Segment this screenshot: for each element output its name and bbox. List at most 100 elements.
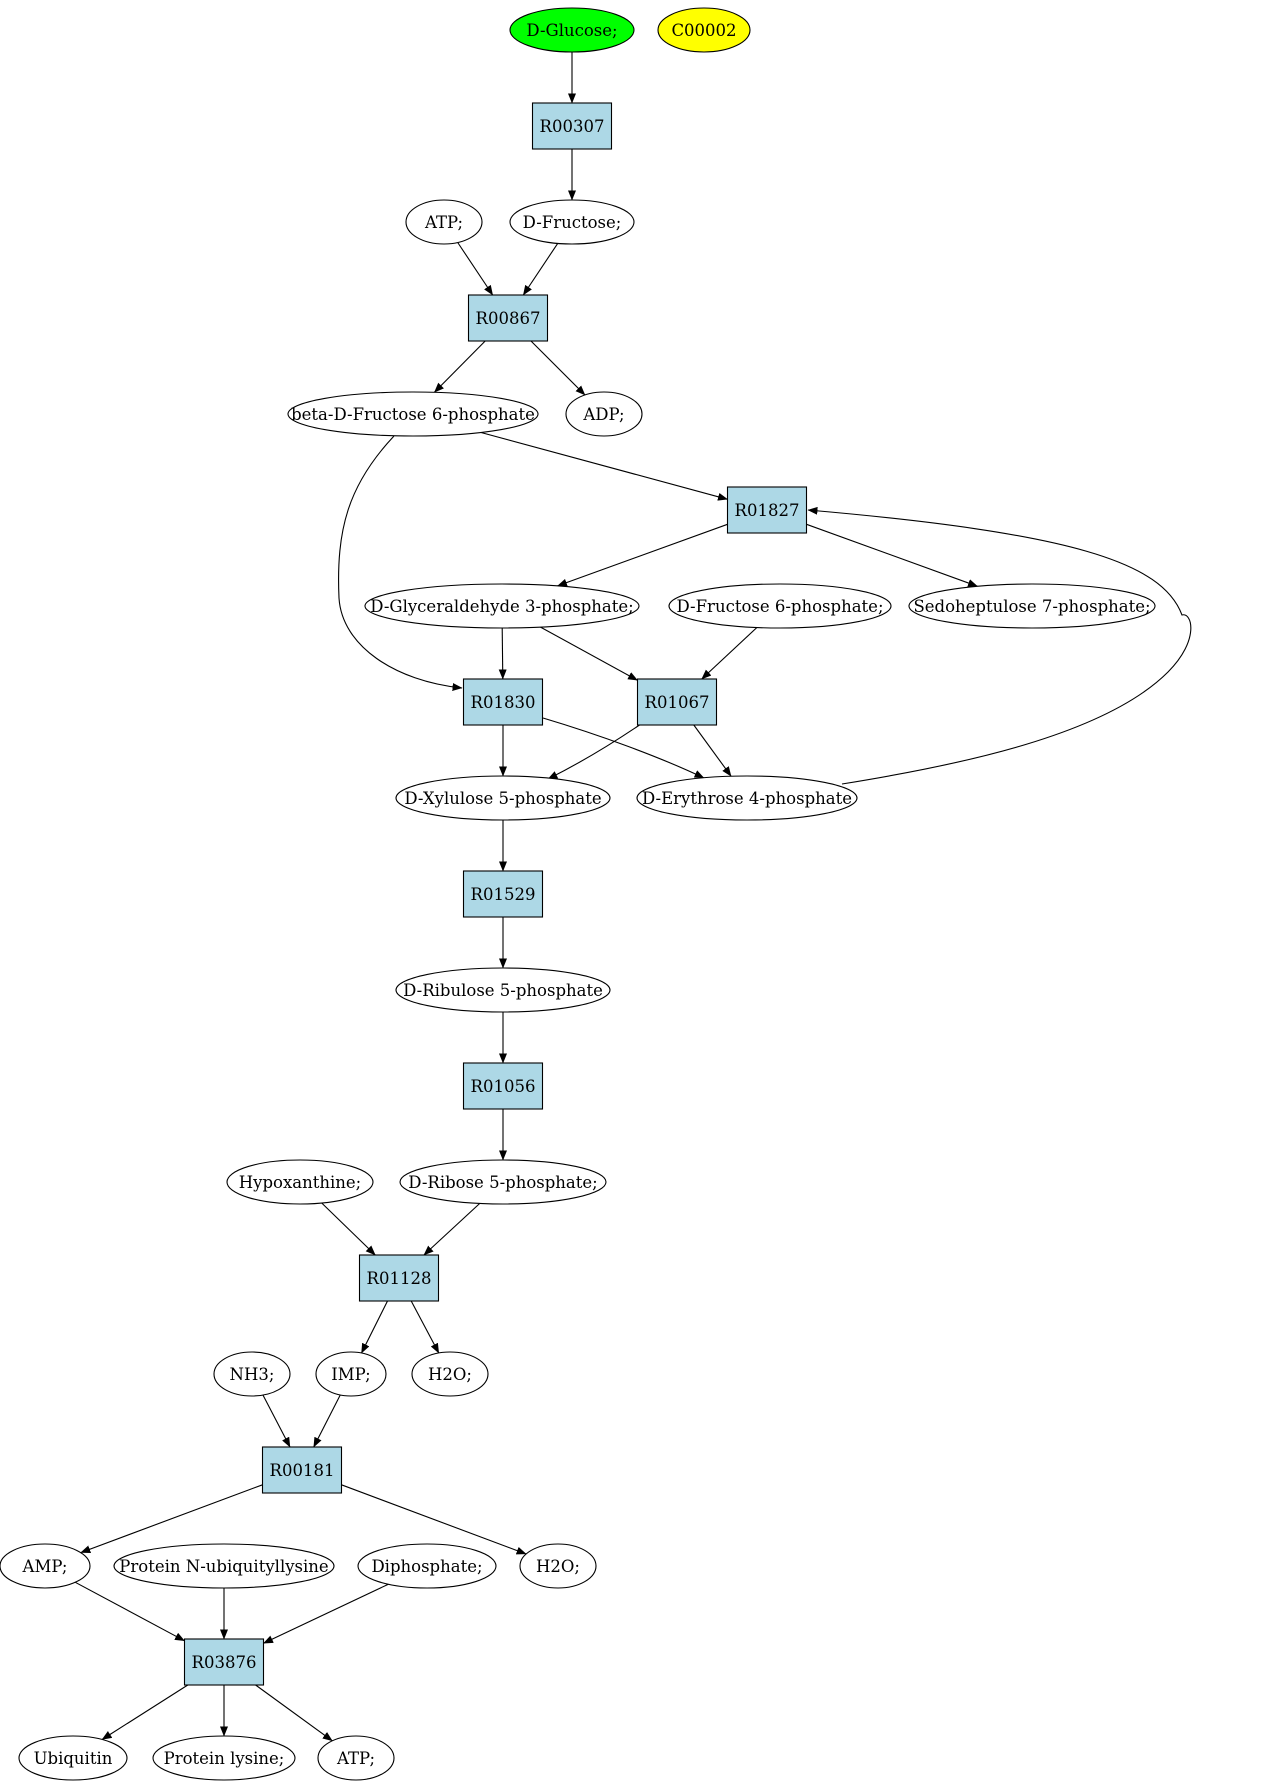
metabolite-label: Hypoxanthine; [239,1173,361,1192]
reaction-node-r01128[interactable]: R01128 [358,1254,440,1302]
metabolite-node-hypox[interactable]: Hypoxanthine; [226,1159,374,1205]
edge-r00867-to-adp [530,340,586,396]
metabolite-node-diphos[interactable]: Diphosphate; [357,1543,497,1589]
reaction-box [183,1638,265,1686]
edge-r01067-to-x5p [547,723,642,780]
metabolite-shape [668,583,892,629]
metabolite-node-nh3[interactable]: NH3; [213,1351,291,1397]
reaction-node-r01067[interactable]: R01067 [636,678,718,726]
metabolite-node-x5p[interactable]: D-Xylulose 5-phosphate [395,775,611,821]
metabolite-label: D-Fructose 6-phosphate; [677,597,884,616]
metabolite-node-f6p[interactable]: D-Fructose 6-phosphate; [668,583,892,629]
metabolite-node-fructose[interactable]: D-Fructose; [509,199,635,245]
edge-bf6p-to-r01830 [338,435,463,691]
reaction-node-r01830[interactable]: R01830 [462,678,544,726]
metabolite-node-plys[interactable]: Protein lysine; [152,1735,296,1781]
metabolite-shape [0,1543,91,1589]
metabolite-shape [152,1735,296,1781]
metabolite-node-ru5p[interactable]: D-Ribulose 5-phosphate [395,967,611,1013]
edge-line [806,523,978,587]
reaction-box [467,294,549,342]
edge-r01830-to-e4p [542,717,705,779]
metabolite-shape [226,1159,374,1205]
edge-line [542,717,705,779]
metabolite-node-adp[interactable]: ADP; [565,391,643,437]
reaction-node-r00307[interactable]: R00307 [531,102,613,150]
edge-line [530,340,586,396]
metabolite-node-e4p[interactable]: D-Erythrose 4-phosphate [636,775,858,821]
edge-r01827-to-g3p [557,523,728,587]
metabolite-node-atp2[interactable]: ATP; [317,1735,395,1781]
metabolite-node-pnul[interactable]: Protein N-ubiquityllysine [113,1543,335,1589]
reaction-box [636,678,718,726]
metabolite-node-glucose[interactable]: D-Glucose; [509,7,635,53]
metabolite-shape [657,7,751,53]
metabolite-shape [636,775,858,821]
edge-f6p-to-r01067 [701,627,758,680]
metabolite-node-c00002[interactable]: C00002 [657,7,751,53]
metabolite-label: C00002 [671,21,736,40]
edge-r03876-to-ubq [101,1684,189,1740]
metabolite-shape [317,1735,395,1781]
edge-r00867-to-bf6p [434,340,486,393]
edge-r01067-to-e4p [693,724,732,777]
metabolite-label: beta-D-Fructose 6-phosphate [291,405,535,424]
metabolite-node-atp1[interactable]: ATP; [405,199,483,245]
metabolite-node-ubq[interactable]: Ubiquitin [18,1735,128,1781]
metabolite-node-g3p[interactable]: D-Glyceraldehyde 3-phosphate; [364,583,640,629]
edge-line [341,1484,527,1555]
edge-line [522,243,559,296]
edge-bf6p-to-r01827 [480,431,728,501]
metabolite-shape [357,1543,497,1589]
metabolite-label: D-Ribose 5-phosphate; [408,1173,597,1192]
edge-r03876-to-atp2 [255,1684,333,1742]
reaction-node-r01827[interactable]: R01827 [726,486,808,534]
metabolite-node-bf6p[interactable]: beta-D-Fructose 6-phosphate [287,391,539,437]
reaction-node-r01056[interactable]: R01056 [462,1062,544,1110]
edge-line [262,1394,291,1448]
edge-g3p-to-r01830 [498,627,507,680]
reaction-node-r00867[interactable]: R00867 [467,294,549,342]
reaction-label: R03876 [192,1653,257,1672]
edge-r5p-to-r01128 [423,1202,481,1256]
reaction-label: R01830 [471,693,536,712]
metabolite-node-imp[interactable]: IMP; [315,1351,387,1397]
metabolite-shape [908,583,1156,629]
edge-line [255,1684,333,1742]
reaction-node-r03876[interactable]: R03876 [183,1638,265,1686]
metabolite-shape [399,1159,607,1205]
edge-r01827-to-s7p [806,523,978,587]
edge-line [410,1300,440,1354]
reaction-box [462,870,544,918]
metabolite-label: D-Glyceraldehyde 3-phosphate; [370,597,633,616]
reaction-box [726,486,808,534]
metabolite-node-r5p[interactable]: D-Ribose 5-phosphate; [399,1159,607,1205]
edge-fructose-to-r00867 [522,243,559,296]
edge-line [701,627,758,680]
metabolite-node-h2o2[interactable]: H2O; [519,1543,597,1589]
reaction-box [261,1446,343,1494]
edge-r01128-to-h2o1 [410,1300,440,1354]
reaction-box [531,102,613,150]
metabolite-node-h2o1[interactable]: H2O; [411,1351,489,1397]
metabolite-label: D-Glucose; [526,21,617,40]
metabolite-label: H2O; [428,1365,472,1384]
metabolite-shape [509,7,635,53]
edge-r01128-to-imp [361,1300,388,1354]
edge-line [807,506,1192,785]
metabolite-label: ATP; [336,1749,375,1768]
metabolite-shape [509,199,635,245]
metabolite-label: Ubiquitin [34,1749,113,1768]
edge-nh3-to-r00181 [262,1394,291,1448]
edge-line [693,724,732,777]
reaction-label: R01529 [471,885,536,904]
reaction-node-r00181[interactable]: R00181 [261,1446,343,1494]
metabolite-node-s7p[interactable]: Sedoheptulose 7-phosphate; [908,583,1156,629]
reaction-box [462,678,544,726]
reaction-node-r01529[interactable]: R01529 [462,870,544,918]
edge-line [434,340,486,393]
reaction-box [462,1062,544,1110]
edge-line [423,1202,481,1256]
metabolite-node-amp[interactable]: AMP; [0,1543,91,1589]
